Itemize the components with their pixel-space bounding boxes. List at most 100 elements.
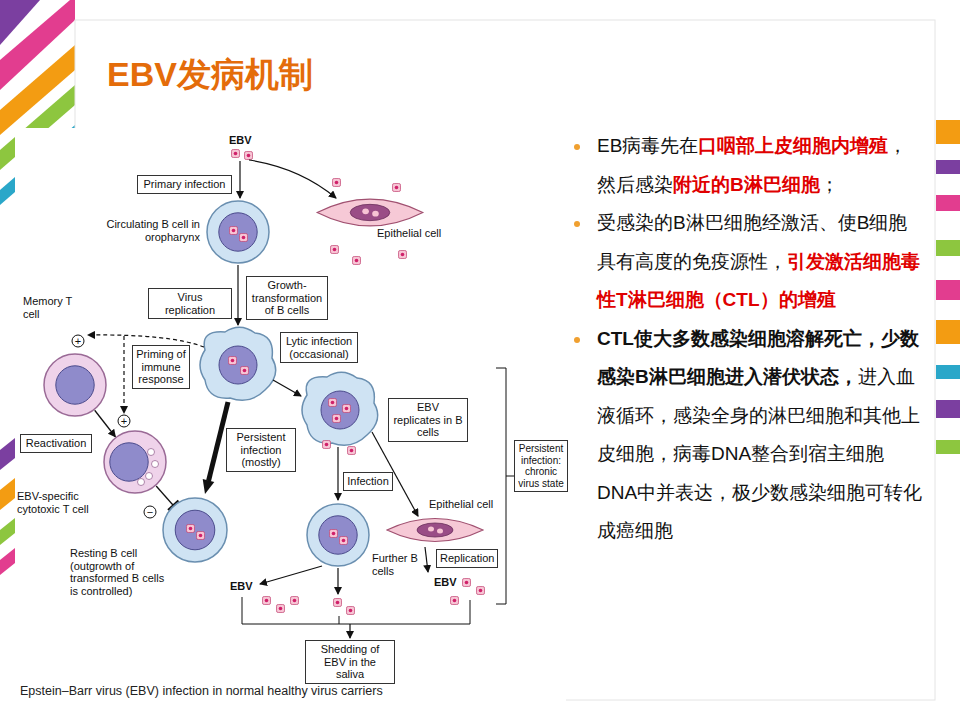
cell-label: EBV-specific cytotoxic T cell xyxy=(17,490,101,515)
box-text: Persistent infection (mostly) xyxy=(230,431,292,469)
connector xyxy=(95,410,116,437)
path-shape xyxy=(242,597,470,624)
use-shape xyxy=(231,149,239,157)
use-shape xyxy=(276,604,284,612)
use-shape xyxy=(342,404,350,412)
cell-nucleus xyxy=(110,443,148,481)
bullet-dot xyxy=(574,221,580,227)
process-box: Replication xyxy=(436,549,498,568)
cell-membrane xyxy=(104,431,166,493)
process-box: Primary infection xyxy=(137,175,232,194)
use-shape xyxy=(462,578,470,586)
cell-label: Memory T cell xyxy=(23,295,78,320)
cell-label: Epithelial cell xyxy=(429,498,493,511)
use-shape xyxy=(328,398,336,406)
epithelial-cell: Epithelial cell xyxy=(315,195,425,230)
granule xyxy=(152,461,159,468)
virion xyxy=(428,527,434,532)
sign-label: + xyxy=(72,334,84,348)
slide-title: EBV发病机制 xyxy=(107,52,313,98)
rect-shape xyxy=(15,128,566,705)
process-box: EBV replicates in B cells xyxy=(388,398,468,442)
sign-label: − xyxy=(144,505,156,519)
rect-shape xyxy=(936,240,960,256)
connector-group xyxy=(95,410,116,437)
cell-nucleus xyxy=(175,510,215,550)
use-shape xyxy=(290,596,298,604)
process-box: Lytic infection (occasional) xyxy=(280,332,358,363)
cell-label: Further B cells xyxy=(372,552,420,577)
cell-drawing xyxy=(43,353,107,417)
connector-group xyxy=(156,486,173,505)
use-shape xyxy=(262,596,270,604)
bullet-text: 附近的B淋巴细胞 xyxy=(673,174,820,195)
use-shape xyxy=(333,598,341,606)
cell-circle: Resting B cell (outgrowth of transformed… xyxy=(162,497,228,563)
rect-shape xyxy=(936,160,960,174)
cell-nucleus xyxy=(319,516,357,554)
rect-shape xyxy=(936,280,960,300)
granule xyxy=(138,479,145,486)
use-shape xyxy=(322,440,330,448)
box-text: Persistent infection: chronic virus stat… xyxy=(518,443,564,489)
virus-label: EBV xyxy=(434,576,457,589)
sign-label: + xyxy=(118,414,130,428)
virus-label: EBV xyxy=(229,134,252,147)
cell-drawing xyxy=(306,503,370,567)
bullet-text: 进入血液循环，感染全身的淋巴细胞和其他上皮细胞，病毒DNA整合到宿主细胞DNA中… xyxy=(597,366,922,541)
path-shape xyxy=(273,380,301,396)
figure-caption: Epstein–Barr virus (EBV) infection in no… xyxy=(20,684,383,698)
use-shape xyxy=(347,446,355,454)
bullet-dot xyxy=(574,337,580,343)
epithelial-cell-body xyxy=(387,519,483,542)
g-shape xyxy=(302,372,378,445)
virion xyxy=(437,529,443,534)
cell-circle: Further B cells xyxy=(306,503,370,567)
virion xyxy=(196,531,204,539)
cell-drawing xyxy=(103,430,167,494)
virion xyxy=(186,524,194,532)
cell-drawing xyxy=(206,200,270,264)
use-shape xyxy=(240,366,248,374)
use-shape xyxy=(450,596,458,604)
process-box: Persistent infection: chronic virus stat… xyxy=(514,440,568,492)
rect-shape xyxy=(936,400,960,418)
cell-drawing xyxy=(162,497,228,563)
path-shape xyxy=(123,336,124,413)
epithelial-nucleus xyxy=(350,204,390,220)
cell-membrane xyxy=(207,201,269,263)
path-shape xyxy=(337,447,338,500)
bullet-column: EB病毒先在口咽部上皮细胞内增殖，然后感染附近的B淋巴细胞；受感染的B淋巴细胞经… xyxy=(572,127,924,551)
box-text: Primary infection xyxy=(141,178,228,191)
cell-membrane xyxy=(163,498,227,562)
path-shape xyxy=(496,368,506,604)
epithelial-nucleus xyxy=(417,523,453,537)
cell-label: Epithelial cell xyxy=(377,227,441,240)
process-box: Priming of immune response xyxy=(132,345,190,389)
use-shape xyxy=(352,256,360,264)
use-shape xyxy=(398,250,406,258)
use-shape xyxy=(332,178,340,186)
use-shape xyxy=(476,586,484,594)
use-shape xyxy=(228,356,236,364)
use-shape xyxy=(200,327,276,400)
box-text: Shedding of EBV in the saliva xyxy=(309,643,391,681)
cell-membrane xyxy=(44,354,106,416)
rect-shape xyxy=(936,120,960,144)
use-shape xyxy=(302,372,378,445)
cell-drawing xyxy=(315,195,425,230)
use-shape xyxy=(244,151,252,159)
path-shape xyxy=(349,624,350,638)
bullet-text: EB病毒先在 xyxy=(597,135,698,156)
process-box: Virus replication xyxy=(148,288,232,319)
epithelial-cell-body xyxy=(317,199,423,226)
process-box: Persistent infection (mostly) xyxy=(226,428,296,472)
path-shape xyxy=(425,547,428,572)
granule xyxy=(146,473,153,480)
use-shape xyxy=(330,245,338,253)
use-shape xyxy=(332,414,340,422)
rect-shape xyxy=(936,320,960,344)
cell-drawing xyxy=(385,515,485,545)
path-shape xyxy=(239,161,240,198)
